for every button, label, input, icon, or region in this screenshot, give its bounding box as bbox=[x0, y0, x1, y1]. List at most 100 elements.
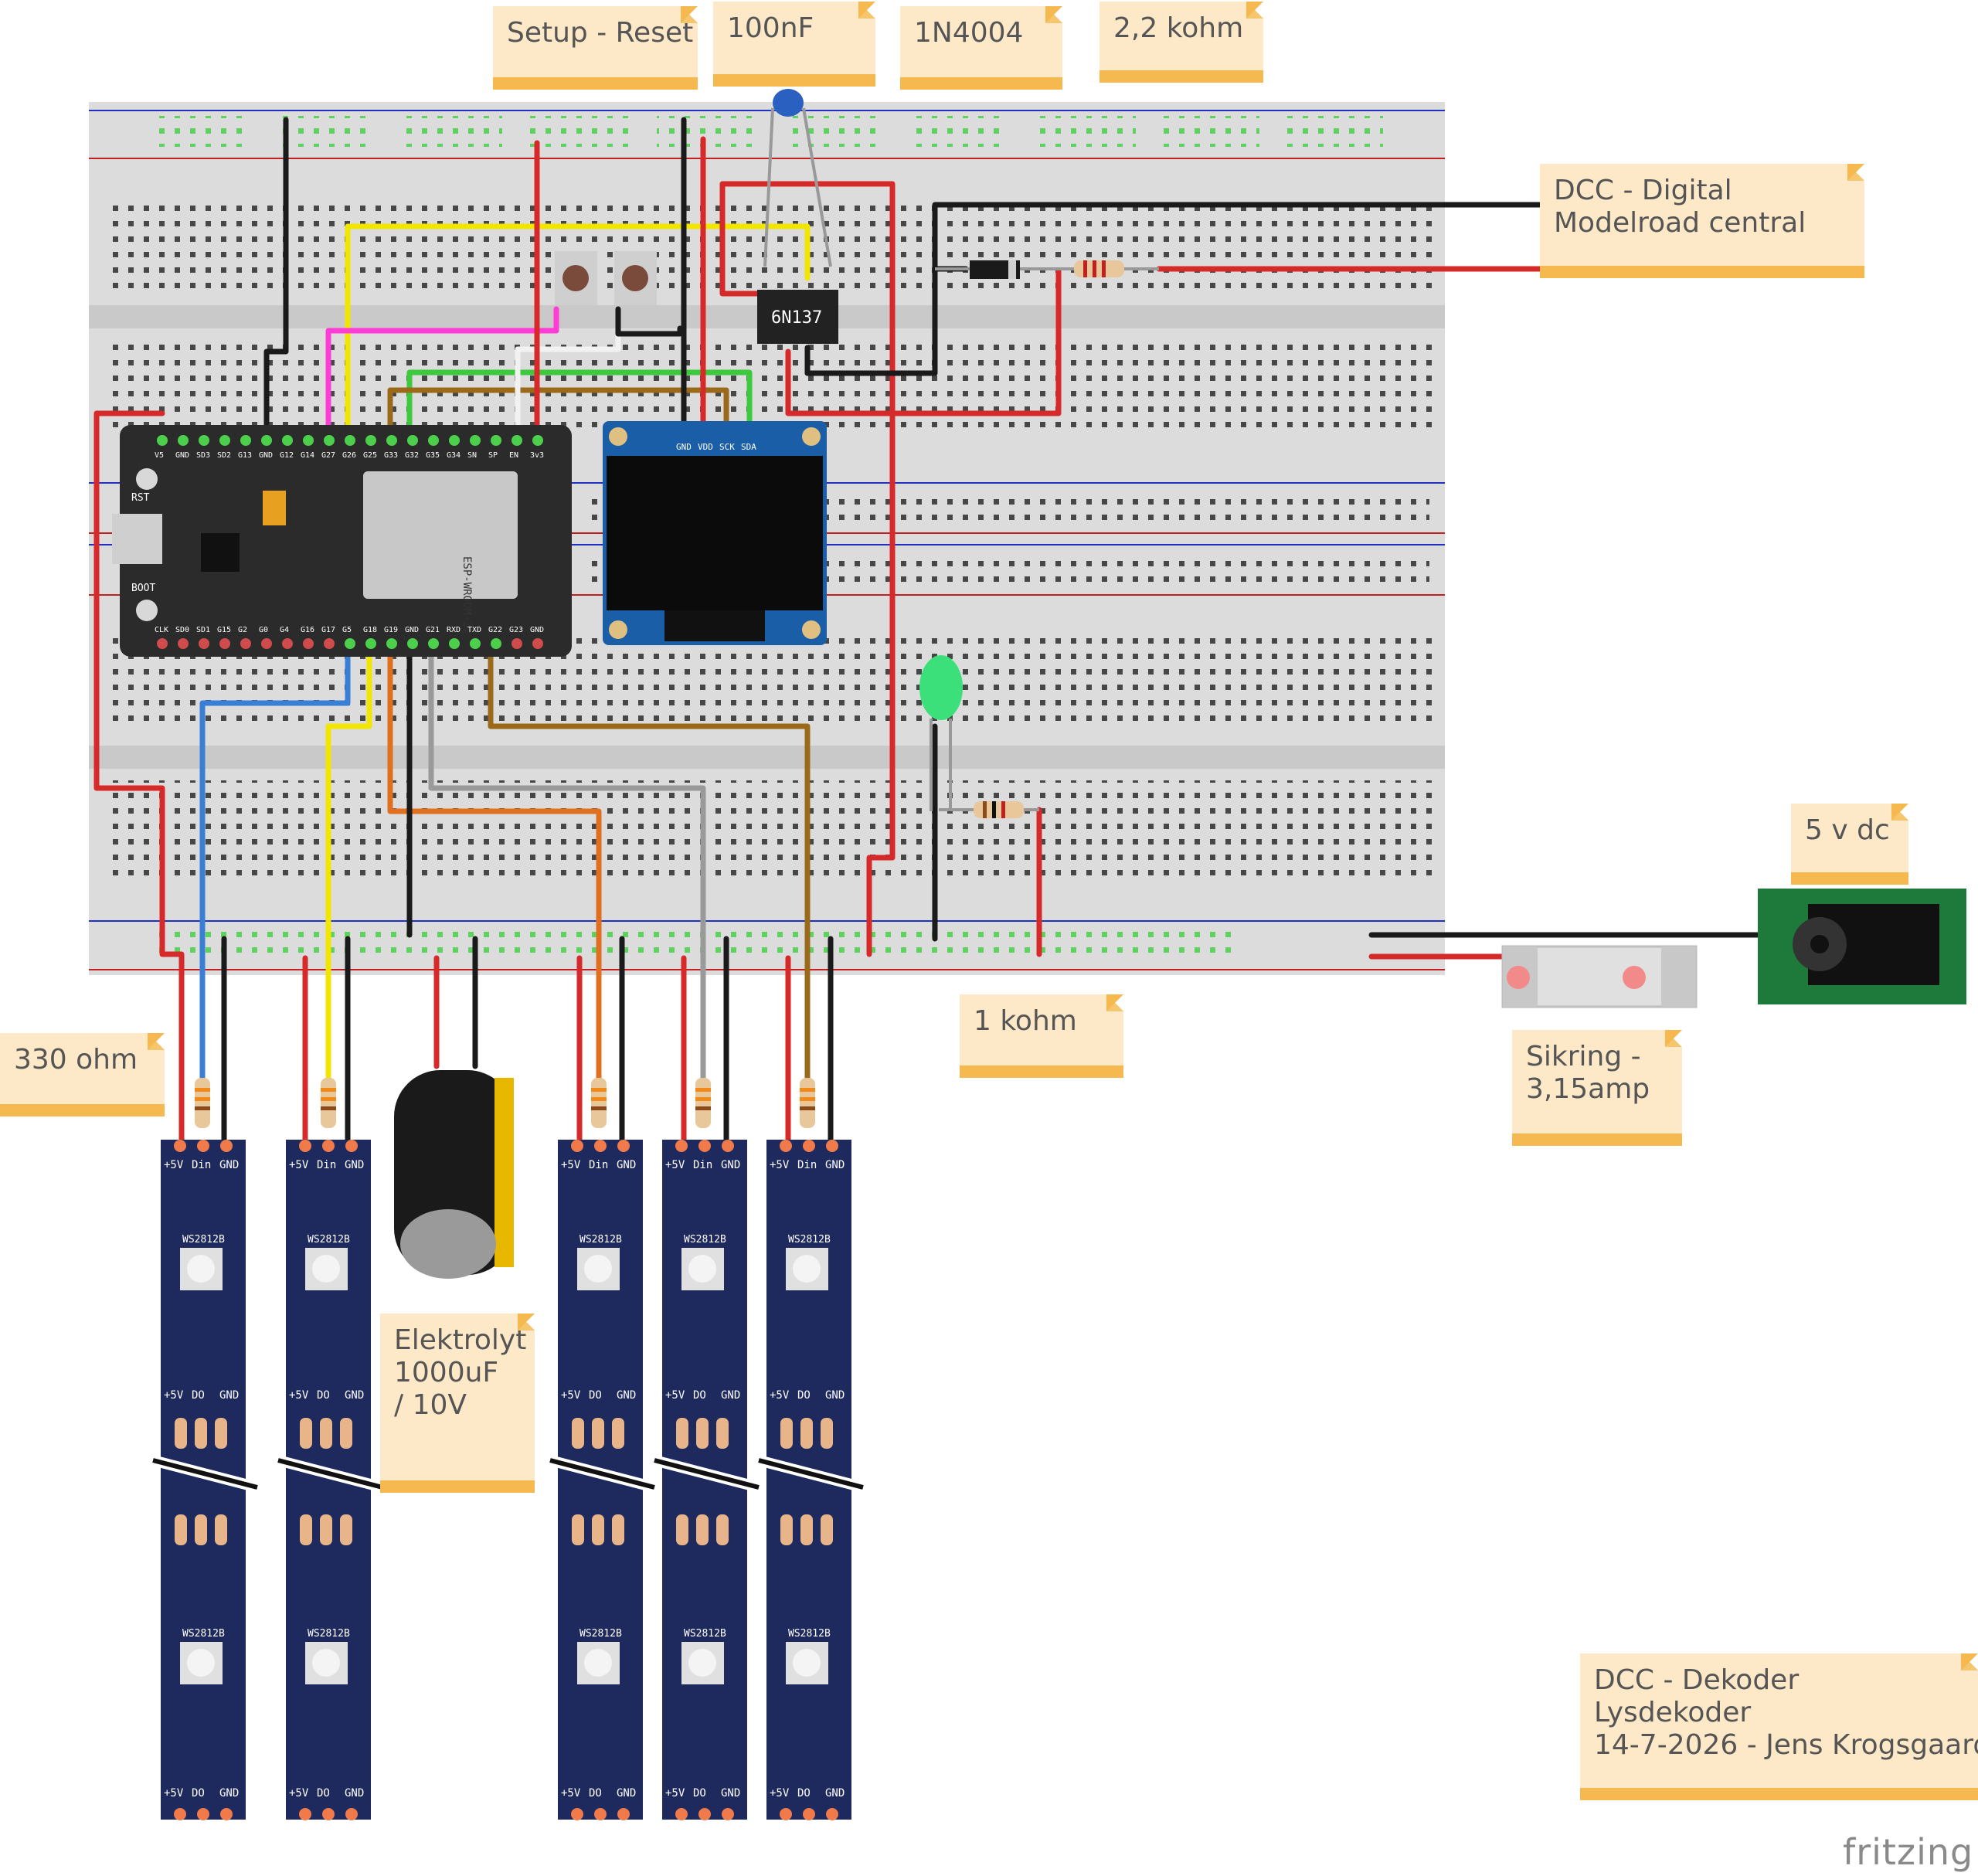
esp32-pin bbox=[449, 435, 460, 446]
copper-pad bbox=[300, 1514, 312, 1545]
esp32-pin-label: G16 bbox=[301, 626, 314, 634]
note-5v: 5 v dc bbox=[1791, 804, 1908, 885]
strip-pad bbox=[594, 1140, 607, 1152]
strip-pad bbox=[698, 1808, 711, 1820]
copper-pad bbox=[215, 1514, 227, 1545]
esp32-pin-label: G17 bbox=[321, 626, 335, 634]
resistor-1k bbox=[939, 801, 1039, 818]
wire-red-opto bbox=[719, 181, 896, 957]
esp32-pin-label: G18 bbox=[363, 626, 377, 634]
strip-pin-label: GND bbox=[825, 1389, 845, 1402]
resistor-330 bbox=[321, 1078, 336, 1128]
copper-pad bbox=[175, 1418, 187, 1449]
wire-magenta bbox=[325, 306, 559, 440]
esp32-pin bbox=[240, 435, 251, 446]
esp32-pin-label: GND bbox=[405, 626, 419, 634]
strip-pad bbox=[826, 1808, 838, 1820]
esp32-pin-label: CLK bbox=[155, 626, 168, 634]
esp32-pin bbox=[470, 435, 481, 446]
copper-pad bbox=[320, 1514, 332, 1545]
strip-pad bbox=[174, 1808, 186, 1820]
strip-pin-label: Din bbox=[693, 1159, 712, 1171]
strip-pin-label: +5V bbox=[164, 1389, 184, 1402]
esp32-pin-label: GND bbox=[175, 451, 189, 460]
strip-chip-label: WS2812B bbox=[579, 1234, 622, 1246]
esp32-pin-label: GND bbox=[259, 451, 273, 460]
strip-chip-label: WS2812B bbox=[684, 1234, 726, 1246]
strip-pin-label: DO bbox=[192, 1389, 205, 1402]
cut-mark bbox=[549, 1458, 655, 1490]
esp32-pin bbox=[282, 638, 293, 649]
strip-pin-label: GND bbox=[617, 1389, 636, 1402]
setup-reset-buttons[interactable] bbox=[555, 251, 657, 305]
copper-pad bbox=[821, 1418, 833, 1449]
esp32-pin-label: G32 bbox=[405, 451, 419, 460]
cut-mark bbox=[152, 1458, 258, 1490]
strip-pad bbox=[594, 1808, 607, 1820]
esp32-pin-label: 3v3 bbox=[530, 451, 544, 460]
esp32-pin bbox=[449, 638, 460, 649]
esp32-pin-label: EN bbox=[509, 451, 518, 460]
resistor-band bbox=[321, 1097, 336, 1101]
copper-pad bbox=[340, 1514, 352, 1545]
esp32-pin bbox=[491, 435, 501, 446]
note-330: 330 ohm bbox=[0, 1033, 165, 1116]
resistor-band bbox=[591, 1106, 607, 1110]
led-lens bbox=[793, 1255, 821, 1283]
strip-pin-label: +5V bbox=[770, 1159, 790, 1171]
esp32-pin bbox=[324, 638, 335, 649]
resistor-330 bbox=[195, 1078, 210, 1128]
copper-pad bbox=[195, 1418, 207, 1449]
esp32-pin-label: G33 bbox=[384, 451, 398, 460]
copper-pad bbox=[612, 1514, 624, 1545]
strip-pin-label: GND bbox=[825, 1787, 845, 1800]
resistor-band bbox=[321, 1088, 336, 1092]
copper-pad bbox=[175, 1514, 187, 1545]
strip-pin-label: GND bbox=[721, 1389, 740, 1402]
strip-pad bbox=[299, 1808, 311, 1820]
strip-pin-label: +5V bbox=[665, 1159, 685, 1171]
esp32-pin-label: G5 bbox=[342, 626, 352, 634]
esp32-pin bbox=[261, 638, 272, 649]
esp32-pin-label: G0 bbox=[259, 626, 268, 634]
cut-mark bbox=[277, 1458, 383, 1490]
esp32-pin bbox=[470, 638, 481, 649]
resistor-band bbox=[695, 1088, 711, 1092]
esp32-pin-label: G34 bbox=[447, 451, 461, 460]
resistor-band bbox=[695, 1106, 711, 1110]
esp32-pin-label: G26 bbox=[342, 451, 356, 460]
fritzing-logo: fritzing bbox=[1843, 1831, 1974, 1873]
resistor-band bbox=[591, 1088, 607, 1092]
esp32-pin bbox=[532, 638, 543, 649]
strip-pad bbox=[722, 1140, 734, 1152]
optocoupler-label: 6N137 bbox=[771, 308, 822, 328]
strip-chip-label: WS2812B bbox=[684, 1628, 726, 1640]
led-lens bbox=[187, 1649, 215, 1677]
strip-chip-label: WS2812B bbox=[308, 1234, 350, 1246]
strip-pad bbox=[571, 1808, 583, 1820]
led-lens bbox=[187, 1255, 215, 1283]
esp32-pin bbox=[511, 435, 522, 446]
strip-pin-label: GND bbox=[617, 1787, 636, 1800]
note-100nf: 100nF bbox=[713, 2, 875, 87]
strip-pad bbox=[220, 1140, 233, 1152]
led-lens bbox=[312, 1255, 340, 1283]
strip-pin-label: Din bbox=[797, 1159, 817, 1171]
wire-green bbox=[406, 369, 753, 440]
strip-pin-label: GND bbox=[345, 1159, 364, 1171]
copper-pad bbox=[195, 1514, 207, 1545]
copper-pad bbox=[320, 1418, 332, 1449]
esp32-pin-label: SD1 bbox=[196, 626, 210, 634]
note-setup-reset: Setup - Reset bbox=[493, 6, 698, 90]
esp32-pin bbox=[428, 435, 439, 446]
esp32-pin bbox=[345, 638, 355, 649]
esp32-pin bbox=[386, 638, 397, 649]
resistor-band bbox=[800, 1088, 815, 1092]
copper-pad bbox=[800, 1418, 813, 1449]
esp32-pin bbox=[407, 435, 418, 446]
strip-pin-label: +5V bbox=[770, 1787, 790, 1800]
strip-pin-label: DO bbox=[192, 1787, 205, 1800]
